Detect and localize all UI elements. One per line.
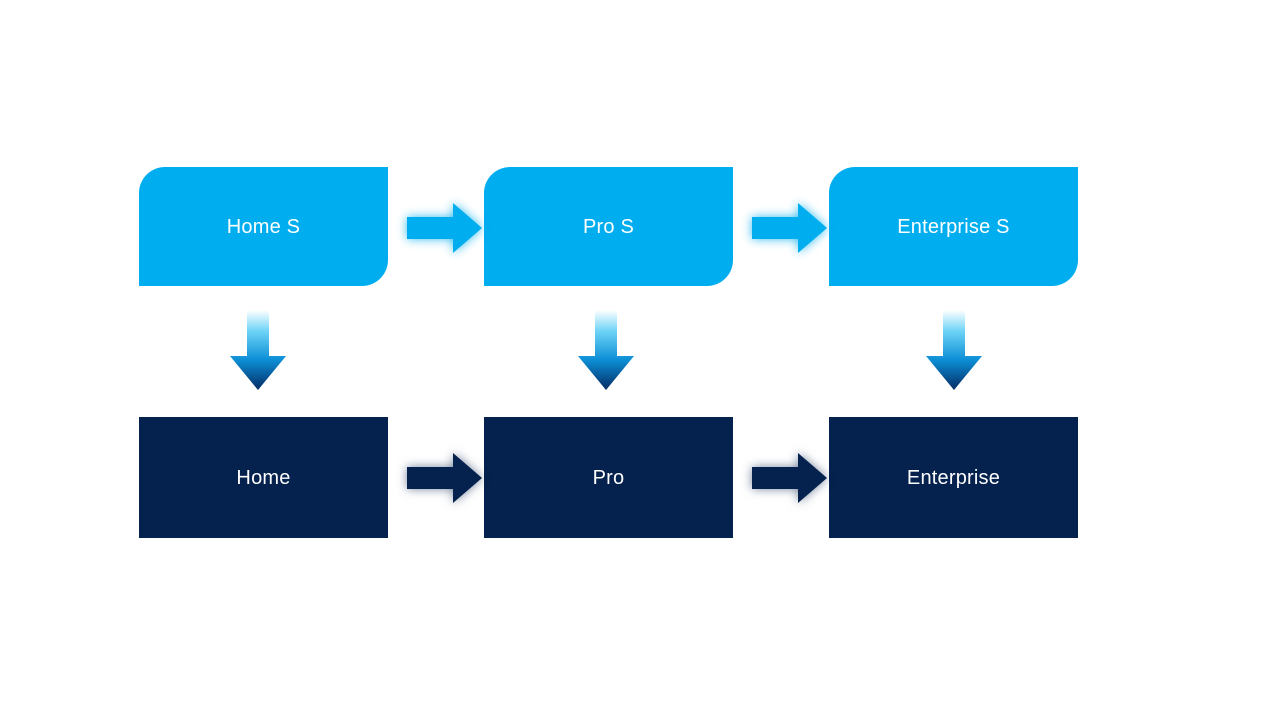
node-label: Home	[236, 466, 291, 489]
arrow-down-icon-home-s-to-home	[230, 310, 286, 390]
node-label: Enterprise	[906, 466, 1001, 489]
arrow-right-icon-pro-to-enterprise	[752, 453, 827, 503]
node-label: Enterprise S	[897, 215, 1010, 238]
node-home[interactable]: Home	[139, 417, 388, 538]
node-label: Home S	[226, 215, 301, 238]
node-enterprise[interactable]: Enterprise	[829, 417, 1078, 538]
node-pro[interactable]: Pro	[484, 417, 733, 538]
node-label: Pro S	[582, 215, 635, 238]
arrow-right-icon-pro-s-to-enterprise-s	[752, 203, 827, 253]
node-pro-s[interactable]: Pro S	[484, 167, 733, 286]
arrow-right-icon-home-to-pro	[407, 453, 482, 503]
node-home-s[interactable]: Home S	[139, 167, 388, 286]
node-label: Pro	[592, 466, 625, 489]
node-enterprise-s[interactable]: Enterprise S	[829, 167, 1078, 286]
arrow-down-icon-pro-s-to-pro	[578, 310, 634, 390]
arrow-down-icon-enterprise-s-to-enterprise	[926, 310, 982, 390]
arrow-right-icon-home-s-to-pro-s	[407, 203, 482, 253]
